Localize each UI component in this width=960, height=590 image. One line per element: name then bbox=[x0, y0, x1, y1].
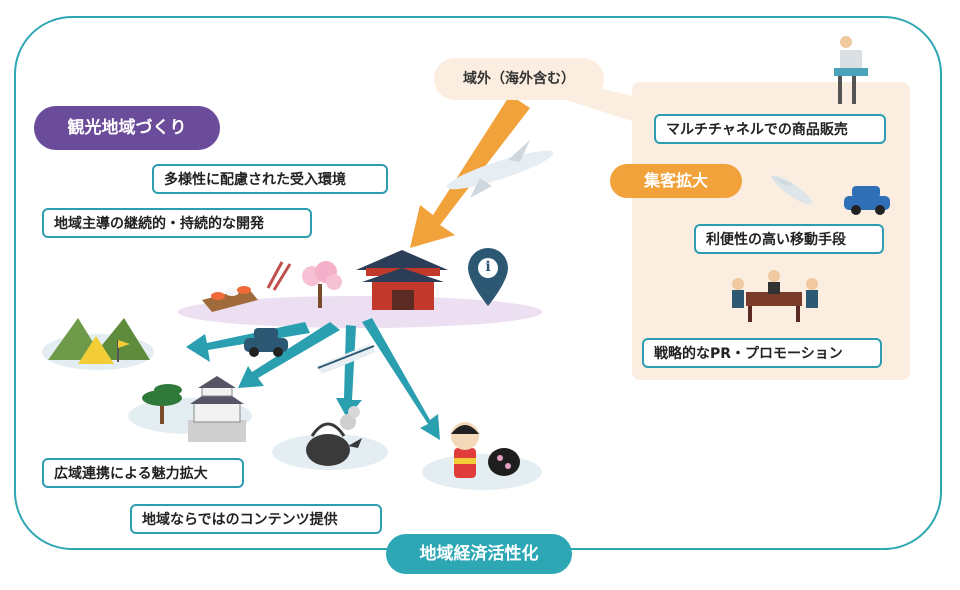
box-promotion: 戦略的なPR・プロモーション bbox=[642, 338, 882, 368]
box-diversity: 多様性に配慮された受入環境 bbox=[152, 164, 388, 194]
temple-gate-illustration bbox=[356, 250, 448, 310]
arrow-to-crafts bbox=[362, 318, 440, 440]
bottom-pill: 地域経済活性化 bbox=[386, 534, 572, 574]
train-illustration bbox=[316, 344, 376, 374]
inbound-arrow bbox=[410, 95, 530, 248]
box-development: 地域主導の継続的・持続的な開発 bbox=[42, 208, 312, 238]
kettle-illustration bbox=[306, 406, 362, 466]
airplane-illustration bbox=[446, 140, 554, 198]
arrow-to-kettle bbox=[336, 325, 362, 418]
title-pill: 観光地域づくり bbox=[34, 106, 220, 150]
castle-illustration bbox=[142, 376, 246, 442]
crafts-illustration bbox=[451, 422, 520, 478]
chopsticks-illustration bbox=[266, 261, 292, 291]
online-shopper-illustration bbox=[834, 36, 868, 104]
info-pin-icon bbox=[468, 248, 508, 306]
attract-pill: 集客拡大 bbox=[610, 164, 742, 198]
camp-illustration bbox=[48, 318, 150, 364]
overseas-pill: 域外（海外含む） bbox=[434, 58, 604, 100]
arrow-to-castle bbox=[238, 322, 340, 388]
box-content: 地域ならではのコンテンツ提供 bbox=[130, 504, 382, 534]
meeting-illustration bbox=[732, 270, 818, 322]
attractions-base bbox=[178, 296, 542, 328]
box-regional: 広域連携による魅力拡大 bbox=[42, 458, 244, 488]
car-small-illustration bbox=[844, 186, 890, 215]
sushi-illustration bbox=[202, 286, 258, 312]
crafts-base bbox=[422, 454, 542, 490]
box-multichannel: マルチチャネルでの商品販売 bbox=[654, 114, 886, 144]
info-icon-label: i bbox=[485, 259, 491, 275]
sakura-illustration bbox=[302, 261, 342, 308]
box-mobility: 利便性の高い移動手段 bbox=[694, 224, 884, 254]
car-illustration bbox=[244, 328, 288, 357]
plane-small-illustration bbox=[770, 175, 812, 205]
